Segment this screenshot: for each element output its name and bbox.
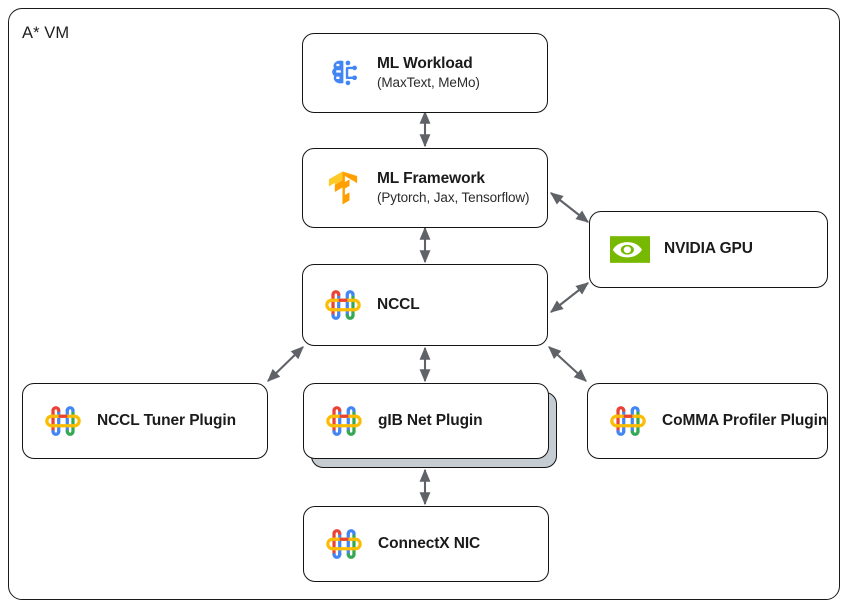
- node-labels: ML Workload (MaxText, MeMo): [377, 55, 480, 91]
- node-labels: gIB Net Plugin: [378, 412, 483, 431]
- node-subtitle: (Pytorch, Jax, Tensorflow): [377, 189, 530, 205]
- vm-container-label: A* VM: [22, 24, 70, 42]
- node-title: NVIDIA GPU: [664, 240, 753, 258]
- tensorflow-icon: [323, 168, 363, 208]
- node-labels: CoMMA Profiler Plugin: [662, 412, 827, 431]
- node-ml-framework[interactable]: ML Framework (Pytorch, Jax, Tensorflow): [302, 148, 548, 228]
- node-title: gIB Net Plugin: [378, 411, 483, 429]
- google-chain-link-icon: [324, 524, 364, 564]
- brain-circuit-icon: [323, 53, 363, 93]
- node-comma-profiler-plugin[interactable]: CoMMA Profiler Plugin: [587, 383, 828, 459]
- node-title: NCCL Tuner Plugin: [97, 411, 236, 429]
- node-nccl-tuner-plugin[interactable]: NCCL Tuner Plugin: [22, 383, 268, 459]
- google-chain-link-icon: [323, 285, 363, 325]
- node-nccl[interactable]: NCCL: [302, 264, 548, 346]
- node-labels: NVIDIA GPU: [664, 240, 753, 259]
- node-labels: NCCL Tuner Plugin: [97, 412, 236, 431]
- node-ml-workload[interactable]: ML Workload (MaxText, MeMo): [302, 33, 548, 113]
- node-title: ML Framework: [377, 169, 485, 187]
- node-title: NCCL: [377, 295, 420, 313]
- node-title: ConnectX NIC: [378, 534, 481, 552]
- nvidia-eye-icon: [610, 230, 650, 270]
- node-gib-net-plugin[interactable]: gIB Net Plugin: [303, 383, 549, 459]
- node-connectx-nic[interactable]: ConnectX NIC: [303, 506, 549, 582]
- google-chain-link-icon: [324, 401, 364, 441]
- node-title: CoMMA Profiler Plugin: [662, 411, 828, 429]
- node-nvidia-gpu[interactable]: NVIDIA GPU: [589, 211, 828, 288]
- google-chain-link-icon: [43, 401, 83, 441]
- node-subtitle: (MaxText, MeMo): [377, 74, 480, 90]
- google-chain-link-icon: [608, 401, 648, 441]
- node-labels: NCCL: [377, 296, 420, 315]
- node-title: ML Workload: [377, 54, 473, 72]
- node-labels: ConnectX NIC: [378, 535, 480, 554]
- node-labels: ML Framework (Pytorch, Jax, Tensorflow): [377, 169, 530, 206]
